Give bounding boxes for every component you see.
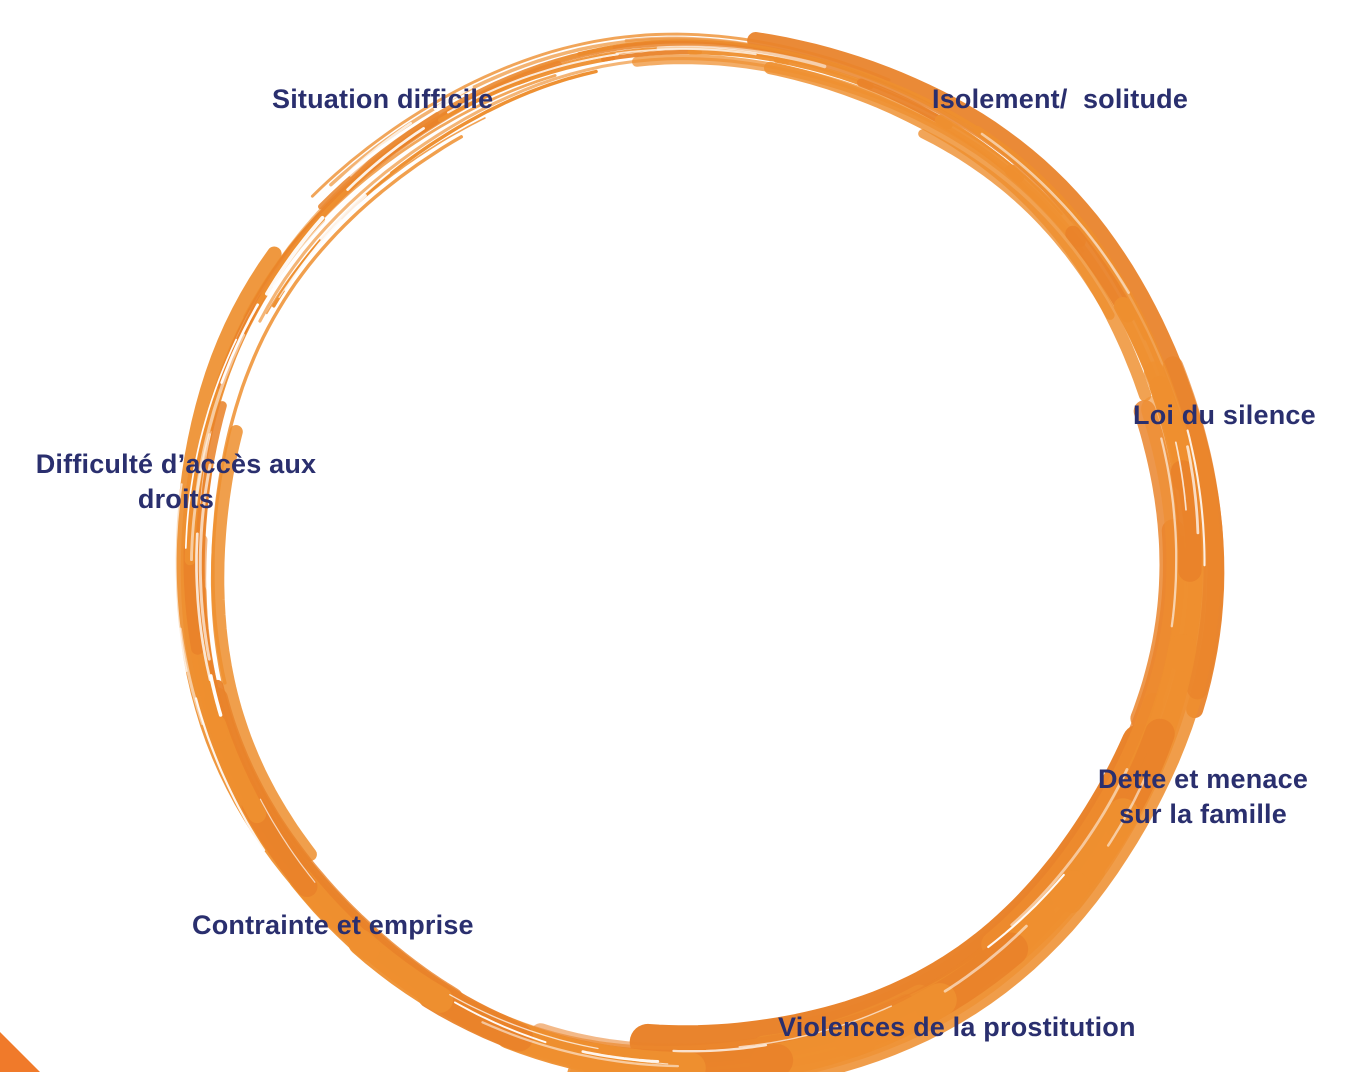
brush-stroke — [201, 674, 959, 1064]
label-situation-difficile: Situation difficile — [272, 84, 494, 114]
brush-stroke — [183, 543, 205, 655]
brush-texture-scratch — [449, 994, 599, 1050]
brush-stroke — [211, 135, 463, 685]
brush-texture-scratch — [1174, 441, 1187, 511]
brush-texture-scratch — [178, 627, 205, 726]
brush-texture-scratch — [987, 873, 1065, 949]
brush-stroke — [764, 61, 1152, 402]
brush-texture-scratch — [319, 171, 391, 240]
brush-texture-scratch — [324, 121, 413, 197]
brush-texture-scratch — [272, 194, 352, 288]
label-difficulte-acces-droits: Difficulté d’accès aux droits — [8, 447, 344, 517]
brush-texture-scratch — [980, 132, 1130, 294]
brush-stroke — [567, 412, 1222, 1072]
brush-texture-scratch — [265, 215, 325, 296]
brush-stroke — [193, 372, 228, 476]
label-difficulte-line-1: Difficulté d’accès aux — [35, 449, 317, 479]
label-dette-line-1: Dette et menace — [1097, 764, 1309, 794]
label-loi-du-silence: Loi du silence — [1133, 400, 1316, 430]
brush-stroke — [687, 49, 790, 64]
brush-stroke — [773, 56, 874, 90]
brush-texture-scratch — [581, 1050, 660, 1063]
brush-stroke — [272, 69, 598, 308]
brush-stroke — [1162, 356, 1224, 700]
label-dette-line-2: sur la famille — [1119, 799, 1287, 829]
brush-texture-scratch — [1106, 774, 1148, 847]
brush-texture-scratch — [193, 333, 246, 509]
brush-texture-scratch — [194, 697, 266, 852]
brush-texture-scratch — [433, 85, 473, 111]
brush-texture-scratch — [656, 45, 827, 69]
label-contrainte-emprise: Contrainte et emprise — [192, 910, 474, 940]
brush-texture-scratch — [184, 338, 238, 549]
brush-stroke — [180, 455, 700, 1072]
brush-texture-scratch — [198, 463, 212, 661]
brush-texture-scratch — [447, 53, 619, 114]
brush-texture-scratch — [1160, 437, 1178, 628]
brush-texture-scratch — [481, 1021, 680, 1068]
label-violences-prostitution: Violences de la prostitution — [778, 1012, 1136, 1042]
brush-ring — [174, 32, 1225, 1072]
brush-stroke — [516, 56, 616, 85]
label-isolement-solitude: Isolement/ solitude — [932, 84, 1189, 114]
brush-texture-scratch — [346, 127, 425, 191]
corner-accent-shape — [0, 1032, 40, 1072]
brush-stroke — [184, 456, 205, 566]
brush-texture-scratch — [209, 674, 223, 717]
brush-stroke — [437, 77, 531, 123]
brush-texture-scratch — [943, 924, 1028, 993]
label-difficulte-line-2: droits — [137, 484, 215, 514]
brush-texture-scratch — [1186, 429, 1206, 567]
brush-stroke — [210, 425, 317, 862]
brush-texture-scratch — [349, 144, 385, 177]
brush-texture-scratch — [259, 798, 316, 883]
label-dette-menace-famille: Dette et menace sur la famille — [1086, 762, 1320, 832]
brush-stroke — [856, 78, 953, 130]
brush-texture-scratch — [195, 532, 212, 682]
brush-texture-scratch — [1186, 445, 1200, 535]
brush-texture-scratch — [284, 194, 367, 292]
brush-texture-scratch — [454, 1001, 547, 1044]
brush-stroke — [601, 49, 703, 62]
brush-texture-scratch — [1010, 768, 1129, 927]
brush-texture-scratch — [199, 431, 212, 504]
brush-texture-scratch — [615, 48, 757, 56]
brush-texture-scratch — [672, 1043, 768, 1053]
brush-texture-scratch — [738, 1005, 892, 1048]
brush-stroke — [1170, 460, 1202, 582]
